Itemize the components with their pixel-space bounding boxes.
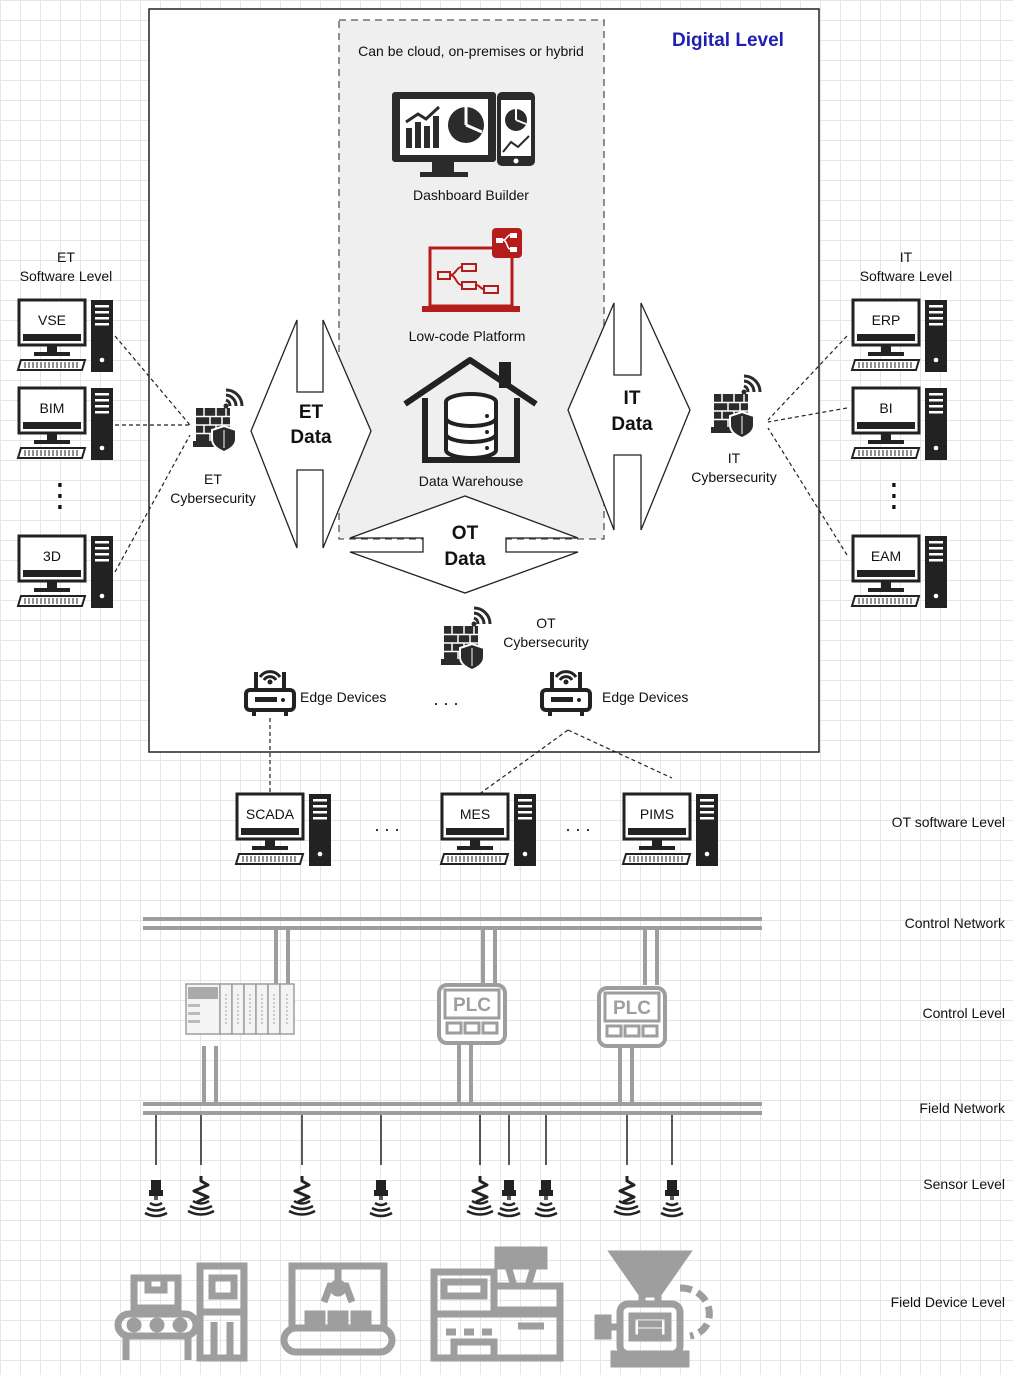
level-label-control-level: Control Level <box>923 1005 1006 1021</box>
sensor-drops <box>155 1115 673 1165</box>
computer-erp[interactable]: ERP <box>850 298 949 374</box>
it-data-arrow <box>567 302 691 531</box>
computer-label: EAM <box>871 548 901 564</box>
plc-2-icon: PLC <box>597 986 667 1048</box>
ot-data-arrow <box>349 495 579 594</box>
et-software-title-line1: ET <box>57 249 75 265</box>
level-label-field-device: Field Device Level <box>891 1294 1005 1310</box>
et-software-ellipsis: ⋮ <box>44 477 76 513</box>
level-label-ot-software: OT software Level <box>892 814 1005 830</box>
computer-label: SCADA <box>246 806 295 822</box>
level-label-sensor-level: Sensor Level <box>923 1176 1005 1192</box>
plc-label: PLC <box>613 998 651 1019</box>
conveyor-machine-icon <box>114 1262 248 1362</box>
computer-pims[interactable]: PIMS <box>621 792 720 868</box>
it-software-ellipsis: ⋮ <box>878 477 910 513</box>
computer-label: VSE <box>38 312 66 328</box>
computer-vse[interactable]: VSE <box>16 298 115 374</box>
computer-label: BI <box>879 400 892 416</box>
level-label-field-network: Field Network <box>919 1100 1006 1116</box>
proximity-sensor-icon <box>368 1178 394 1218</box>
proximity-sensor-icon <box>143 1178 169 1218</box>
computer-label: MES <box>460 806 490 822</box>
et-data-arrow <box>250 319 372 549</box>
data-warehouse-label: Data Warehouse <box>419 473 524 489</box>
it-cyber-label-line2: Cybersecurity <box>691 469 777 485</box>
signal-sensor-icon <box>287 1174 317 1216</box>
it-software-title-line1: IT <box>900 249 913 265</box>
computer-scada[interactable]: SCADA <box>234 792 333 868</box>
level-labels: OT software Level Control Network Contro… <box>891 814 1006 1310</box>
computer-label: 3D <box>43 548 61 564</box>
it-data-label-line1: IT <box>624 388 641 409</box>
edge-ellipsis: . . . <box>433 689 458 709</box>
et-data-label-line1: ET <box>299 402 324 423</box>
et-cyber-label-line1: ET <box>204 471 222 487</box>
level-label-control-network: Control Network <box>905 915 1006 931</box>
dashed-connectors <box>114 335 848 796</box>
plc-rack-icon <box>185 983 295 1035</box>
robot-arm-conveyor-icon <box>280 1262 396 1356</box>
signal-sensor-icon <box>465 1174 495 1216</box>
computer-label: PIMS <box>640 806 674 822</box>
ot-cyber-label-line1: OT <box>536 615 556 631</box>
computer-3d[interactable]: 3D <box>16 534 115 610</box>
digital-level-title: Digital Level <box>672 30 784 51</box>
injection-molding-icon <box>430 1246 564 1362</box>
et-cyber-label-line2: Cybersecurity <box>170 490 256 506</box>
proximity-sensor-icon <box>659 1178 685 1218</box>
edge-left-label: Edge Devices <box>300 689 386 705</box>
it-software-title-line2: Software Level <box>860 268 953 284</box>
computer-bi[interactable]: BI <box>850 386 949 462</box>
et-data-label-line2: Data <box>290 427 332 448</box>
plc-1-icon: PLC <box>437 983 507 1045</box>
computer-eam[interactable]: EAM <box>850 534 949 610</box>
computer-mes[interactable]: MES <box>439 792 538 868</box>
it-cyber-label-line1: IT <box>728 450 741 466</box>
ot-cyber-label-line2: Cybersecurity <box>503 634 589 650</box>
edge-right-label: Edge Devices <box>602 689 688 705</box>
it-data-label-line2: Data <box>611 414 653 435</box>
et-software-title-line2: Software Level <box>20 268 113 284</box>
control-network-bus <box>143 917 762 990</box>
data-warehouse-icon <box>403 357 538 463</box>
ot-software-ellipsis-1: . . . <box>374 815 399 835</box>
signal-sensor-icon <box>186 1174 216 1216</box>
computer-label: ERP <box>872 312 901 328</box>
proximity-sensor-icon <box>533 1178 559 1218</box>
ot-data-label-line2: Data <box>444 549 486 570</box>
ot-software-ellipsis-2: . . . <box>565 815 590 835</box>
dashboard-builder-icon <box>392 92 535 177</box>
field-network-bus <box>143 1044 762 1115</box>
cloud-note: Can be cloud, on-premises or hybrid <box>358 43 584 59</box>
lowcode-platform-label: Low-code Platform <box>409 328 526 344</box>
lowcode-platform-icon <box>422 228 522 312</box>
signal-sensor-icon <box>612 1174 642 1216</box>
computer-label: BIM <box>40 400 65 416</box>
hopper-grinder-icon <box>594 1250 713 1368</box>
dashboard-builder-label: Dashboard Builder <box>413 187 529 203</box>
plc-label: PLC <box>453 995 491 1016</box>
computer-bim[interactable]: BIM <box>16 386 115 462</box>
proximity-sensor-icon <box>496 1178 522 1218</box>
ot-data-label-line1: OT <box>452 523 479 544</box>
